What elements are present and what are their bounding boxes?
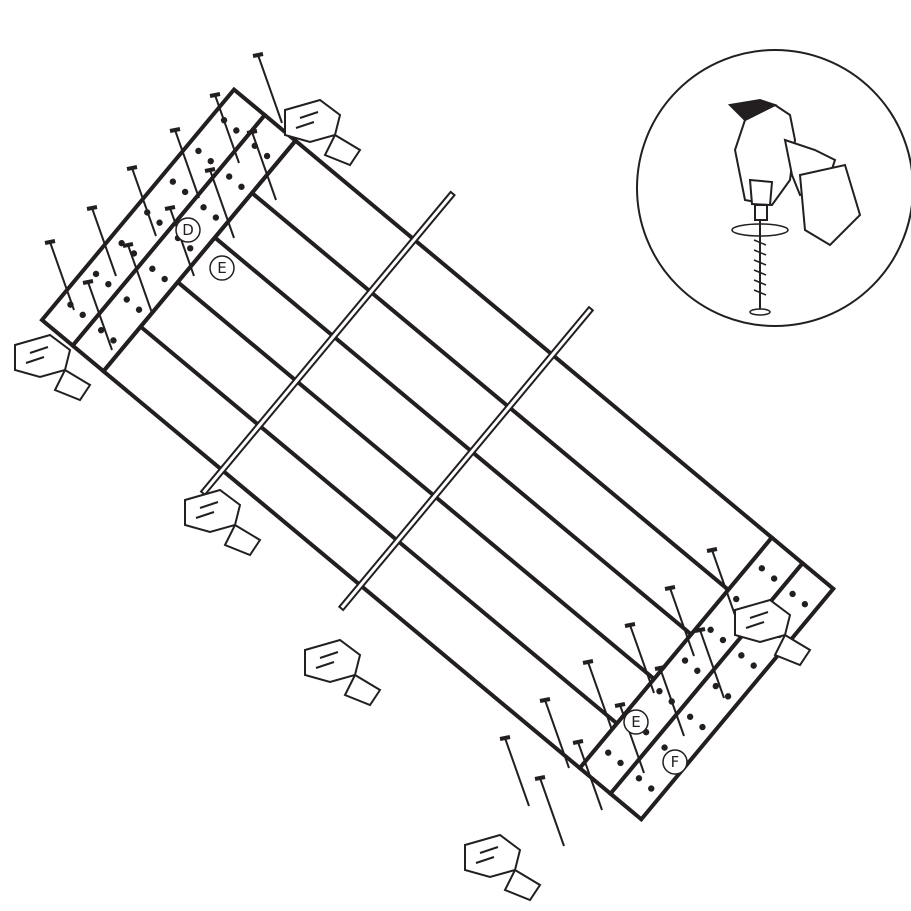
clamps: [14, 98, 812, 902]
screw: [624, 622, 655, 694]
cross-rod: [337, 305, 595, 612]
label-f-bottom-text: F: [671, 753, 680, 771]
slat: [213, 235, 693, 636]
screw: [86, 205, 117, 277]
screw-hole: [661, 744, 668, 751]
screws: [44, 52, 737, 847]
screw-hole: [135, 306, 143, 313]
screw: [534, 775, 565, 847]
screw-hole: [656, 688, 663, 695]
screw-hole: [92, 270, 100, 278]
label-e-top-text: E: [217, 259, 226, 277]
slat: [250, 191, 730, 592]
screw-hole: [212, 214, 220, 221]
screw: [252, 52, 283, 124]
screw: [164, 205, 195, 277]
screw: [654, 665, 685, 737]
screw-hole: [758, 565, 766, 572]
screw-hole: [195, 147, 202, 155]
screw-hole: [617, 759, 624, 767]
clamp-icon: [14, 333, 92, 402]
drill-inset: [636, 49, 911, 327]
screw-hole: [200, 204, 207, 211]
slat: [139, 325, 619, 726]
screw: [582, 659, 613, 731]
screw-hole: [161, 275, 168, 283]
screw-hole: [770, 575, 778, 582]
screw-hole: [79, 311, 86, 319]
screw-hole: [605, 749, 612, 756]
label-e-bottom-text: E: [631, 713, 640, 731]
screw-hole: [801, 600, 809, 608]
screw: [539, 697, 570, 769]
screw-hole: [263, 152, 271, 160]
screw: [44, 239, 75, 311]
cross-rods: [199, 190, 595, 612]
screw-hole: [712, 682, 719, 690]
screw: [499, 735, 530, 807]
screw-hole: [724, 693, 732, 700]
screw: [246, 129, 277, 201]
screw-hole: [169, 178, 177, 185]
screw: [572, 739, 603, 811]
power-drill-icon: [727, 98, 862, 247]
screw-hole: [105, 280, 112, 288]
screw: [126, 165, 157, 237]
clamp-icon: [464, 833, 542, 902]
label-d-top: D: [175, 217, 201, 243]
screw-hole: [707, 626, 714, 633]
screw-hole: [686, 713, 694, 721]
screw-hole: [699, 723, 706, 731]
screw-hole: [187, 245, 194, 252]
screw-hole: [694, 667, 701, 674]
screw: [122, 242, 153, 314]
label-d-text: D: [182, 221, 194, 239]
clamp-icon: [734, 598, 812, 667]
slats: [139, 191, 730, 726]
screw-hole: [156, 219, 163, 226]
label-f-bottom: F: [662, 749, 688, 775]
screw: [694, 627, 725, 699]
screw-hole: [681, 657, 689, 664]
screw-hole: [97, 327, 105, 334]
screw-hole: [238, 183, 245, 191]
screw: [82, 279, 113, 351]
screw-hole: [719, 636, 727, 644]
screw-hole: [733, 595, 740, 603]
screw: [209, 92, 240, 164]
screw: [664, 585, 695, 657]
clamp-icon: [284, 98, 362, 167]
screw: [169, 127, 200, 199]
part-labels: D E E F: [175, 217, 688, 775]
screw: [614, 702, 645, 774]
label-e-top: E: [209, 255, 235, 281]
screw-hole: [207, 158, 214, 165]
screw-hole: [233, 127, 240, 134]
screw-hole: [648, 785, 655, 792]
screw-hole: [225, 173, 233, 180]
screw-icon: [749, 220, 771, 316]
cross-rod: [199, 190, 456, 497]
screw-hole: [750, 662, 757, 669]
label-e-bottom: E: [623, 709, 649, 735]
screw-hole: [123, 296, 130, 303]
screw-hole: [738, 652, 745, 659]
screw: [204, 167, 235, 239]
clamp-icon: [184, 488, 262, 557]
screw-hole: [110, 337, 117, 344]
screw: [706, 547, 737, 619]
screw-hole: [181, 188, 189, 196]
screw-hole: [149, 265, 156, 272]
screw-hole: [789, 590, 796, 598]
screw-hole: [635, 775, 643, 782]
slat: [176, 280, 656, 681]
clamp-icon: [304, 638, 382, 707]
